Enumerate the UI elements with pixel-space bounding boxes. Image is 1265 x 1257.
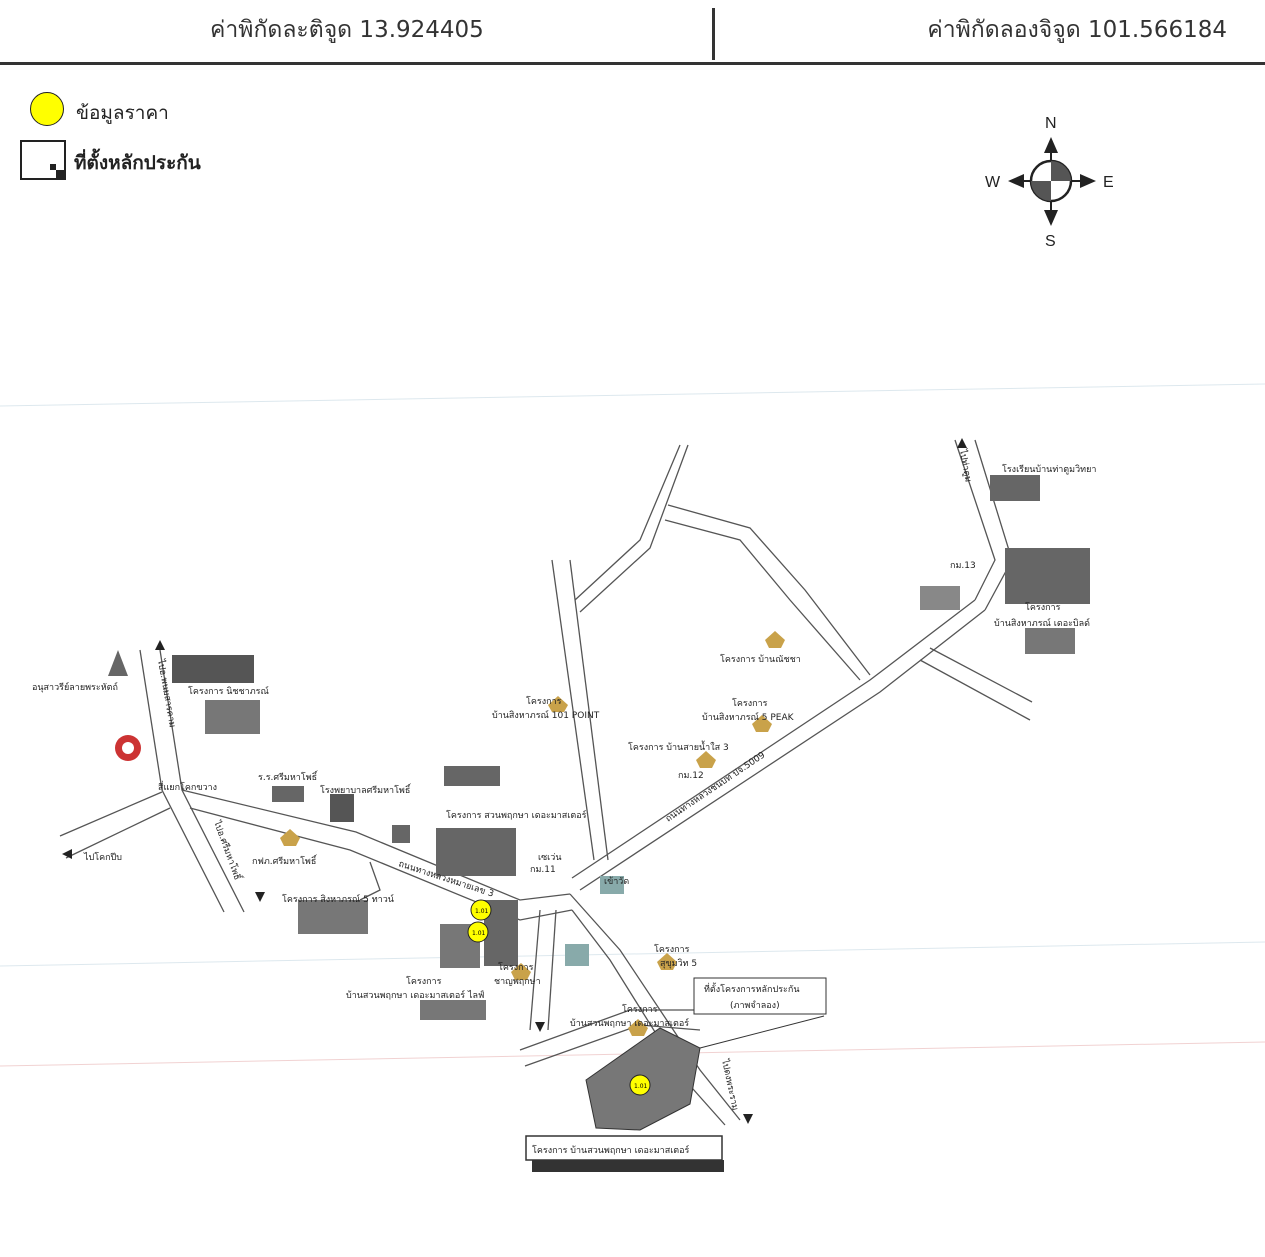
label-to-ta-tum: ไปท่าตูม (957, 448, 974, 483)
price-marker: 1.01 (629, 1074, 651, 1096)
monument-icon (108, 650, 128, 676)
label-master-life-1: โครงการ (406, 976, 442, 987)
label-to-phongchao: ไปดงพระราม (719, 1057, 741, 1111)
direction-arrows (62, 438, 967, 1124)
label-km-13: กม.13 (950, 561, 976, 571)
latitude-label: ค่าพิกัดละติจูด 13.924405 (210, 17, 484, 43)
legend-collateral-location: ที่ตั้งหลักประกัน (74, 152, 201, 174)
project-caption-box (525, 1135, 723, 1161)
label-nittha: โครงการ นิชชาภรณ์ (188, 685, 269, 697)
gas-station-icon (115, 735, 141, 761)
label-highway-5009: ถนนทางหลวงชนบท ปจ.5009 (664, 750, 767, 824)
label-seven-eleven: เซเว่น (538, 853, 561, 863)
price-marker: 1.01 (470, 899, 492, 921)
label-sai-nam-sai: โครงการ บ้านสายน้ำใส 3 (628, 740, 729, 753)
marker-value: 1.01 (472, 930, 486, 937)
label-nichcha: โครงการ บ้านณัชชา (720, 654, 801, 665)
scan-line (0, 383, 1265, 407)
label-callout-2: (ภาพจำลอง) (730, 1000, 780, 1011)
label-suan-master-1: โครงการ สวนพฤกษา เดอะมาสเตอร์ (446, 809, 587, 821)
label-km-11: กม.11 (530, 865, 556, 875)
building-blocks (172, 475, 1090, 1020)
label-intersection: สี่แยกโคกขวาง (158, 780, 217, 793)
scan-line (0, 941, 1265, 967)
label-peak-1: โครงการ (732, 698, 768, 709)
label-callout-1: ที่ตั้งโครงการหลักประกัน (704, 982, 799, 995)
label-project-caption: โครงการ บ้านสวนพฤกษา เดอะมาสเตอร์ (532, 1144, 690, 1156)
label-monument: อนุสาวรีย์ลายพระหัตถ์ (32, 681, 118, 693)
project-caption-shadow (532, 1160, 724, 1172)
label-101-2: บ้านสิงหาภรณ์ 101 POINT (492, 709, 600, 721)
label-chan-1: โครงการ (498, 962, 534, 973)
callout-leader (699, 1015, 825, 1049)
label-chan-2: ชาญพฤกษา (494, 977, 541, 987)
label-hospital: โรงพยาบาลศรีมหาโพธิ์ (320, 783, 412, 796)
compass-rose-icon: N S E W (985, 115, 1114, 250)
label-peak-2: บ้านสิงหาภรณ์ 5 PEAK (702, 711, 795, 723)
collateral-location-icon (20, 140, 66, 180)
header-divider (712, 8, 715, 60)
label-sukhumvit-5-1: โครงการ (654, 944, 690, 955)
compass-n: N (1045, 115, 1057, 132)
label-police: กฟภ.ศรีมหาโพธิ์ (252, 854, 318, 867)
compass-e: E (1103, 174, 1114, 191)
coordinate-header: ค่าพิกัดละติจูด 13.924405 ค่าพิกัดลองจิจ… (0, 0, 1265, 65)
label-siwa-5: โครงการ สิงหาภรณ์ 5 ทาวน์ (282, 893, 394, 905)
label-sukhumvit-5-2: สุขุมวิท 5 (660, 958, 697, 969)
house-icons (280, 631, 785, 1036)
label-suan-master-2b: บ้านสวนพฤกษา เดอะมาสเตอร์ (570, 1017, 689, 1029)
compass-w: W (985, 174, 1001, 191)
longitude-label: ค่าพิกัดลองจิจูด 101.566184 (927, 17, 1227, 43)
label-to-sri: ไปอ.ศรีมหาโพธิ์ (211, 818, 245, 883)
label-school-rangs: ร.ร.ศรีมหาโพธิ์ (258, 770, 319, 783)
marker-value: 1.01 (634, 1083, 648, 1090)
label-banisorn-1: โครงการ (1025, 602, 1061, 613)
label-school: โรงเรียนบ้านท่าตูมวิทยา (1002, 464, 1096, 475)
legend-price-data: ข้อมูลราคา (76, 102, 169, 124)
collateral-callout-box (693, 977, 827, 1015)
price-data-icon (30, 92, 64, 126)
marker-value: 1.01 (475, 908, 489, 915)
label-km-12: กม.12 (678, 771, 704, 781)
label-hua-dong: เข้าวัด (604, 876, 629, 887)
road-network (59, 439, 1033, 1126)
label-101-1: โครงการ (526, 696, 562, 707)
compass-s: S (1045, 233, 1056, 250)
label-banisorn-2: บ้านสิงหาภรณ์ เดอะบิลด์ (994, 617, 1090, 629)
price-marker: 1.01 (467, 921, 489, 943)
label-master-life-2: บ้านสวนพฤกษา เดอะมาสเตอร์ ไลฟ์ (346, 989, 484, 1001)
label-suan-master-2a: โครงการ (622, 1004, 658, 1015)
label-to-kabin: ไปโคกปีบ (83, 852, 122, 863)
